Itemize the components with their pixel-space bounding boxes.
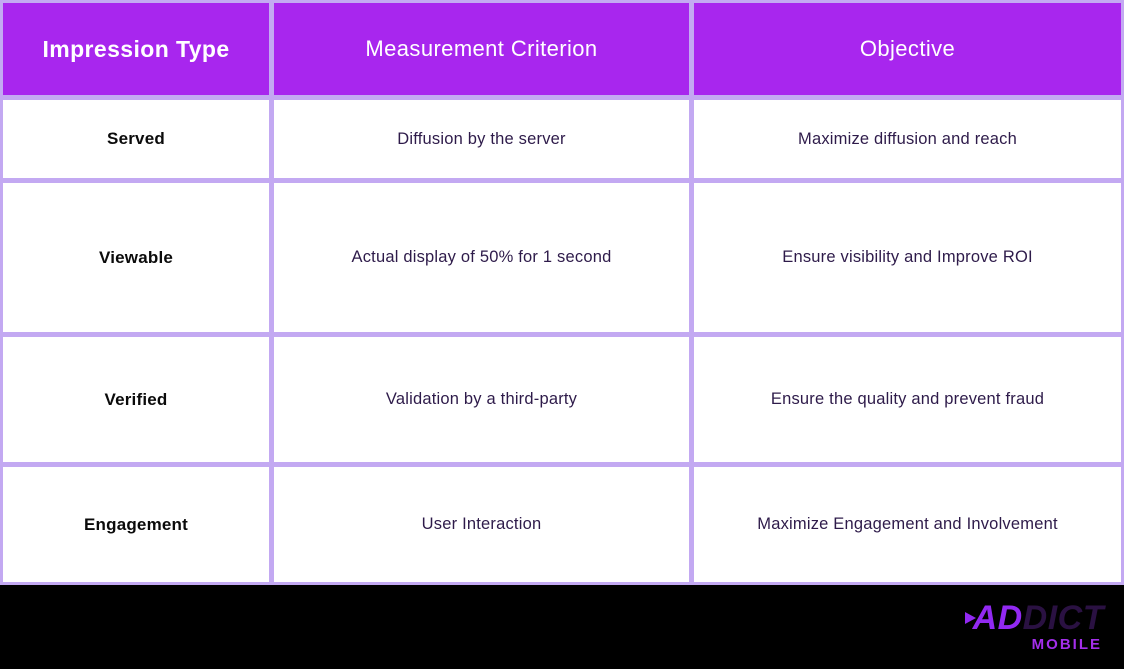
logo-text-dict: DICT	[1022, 599, 1104, 637]
logo-tagline: MOBILE	[1031, 636, 1102, 653]
header-objective: Objective	[694, 3, 1121, 95]
row-engagement-criterion: User Interaction	[274, 467, 689, 582]
header-impression-type: Impression Type	[3, 3, 269, 95]
row-viewable-objective: Ensure visibility and Improve ROI	[694, 183, 1121, 332]
logo-text-ad: AD	[972, 599, 1023, 637]
addict-mobile-logo: AD DICT MOBILE	[964, 599, 1104, 653]
row-viewable-criterion: Actual display of 50% for 1 second	[274, 183, 689, 332]
row-served-criterion: Diffusion by the server	[274, 100, 689, 178]
impression-types-table: Impression Type Measurement Criterion Ob…	[0, 0, 1124, 585]
row-verified-objective: Ensure the quality and prevent fraud	[694, 337, 1121, 462]
row-engagement-objective: Maximize Engagement and Involvement	[694, 467, 1121, 582]
row-verified-label: Verified	[3, 337, 269, 462]
logo-arrow-icon	[964, 612, 976, 624]
logo-wordmark: AD DICT	[964, 599, 1104, 637]
footer-bar: AD DICT MOBILE	[0, 585, 1124, 669]
row-viewable-label: Viewable	[3, 183, 269, 332]
row-served-label: Served	[3, 100, 269, 178]
row-engagement-label: Engagement	[3, 467, 269, 582]
row-verified-criterion: Validation by a third-party	[274, 337, 689, 462]
row-served-objective: Maximize diffusion and reach	[694, 100, 1121, 178]
header-measurement-criterion: Measurement Criterion	[274, 3, 689, 95]
